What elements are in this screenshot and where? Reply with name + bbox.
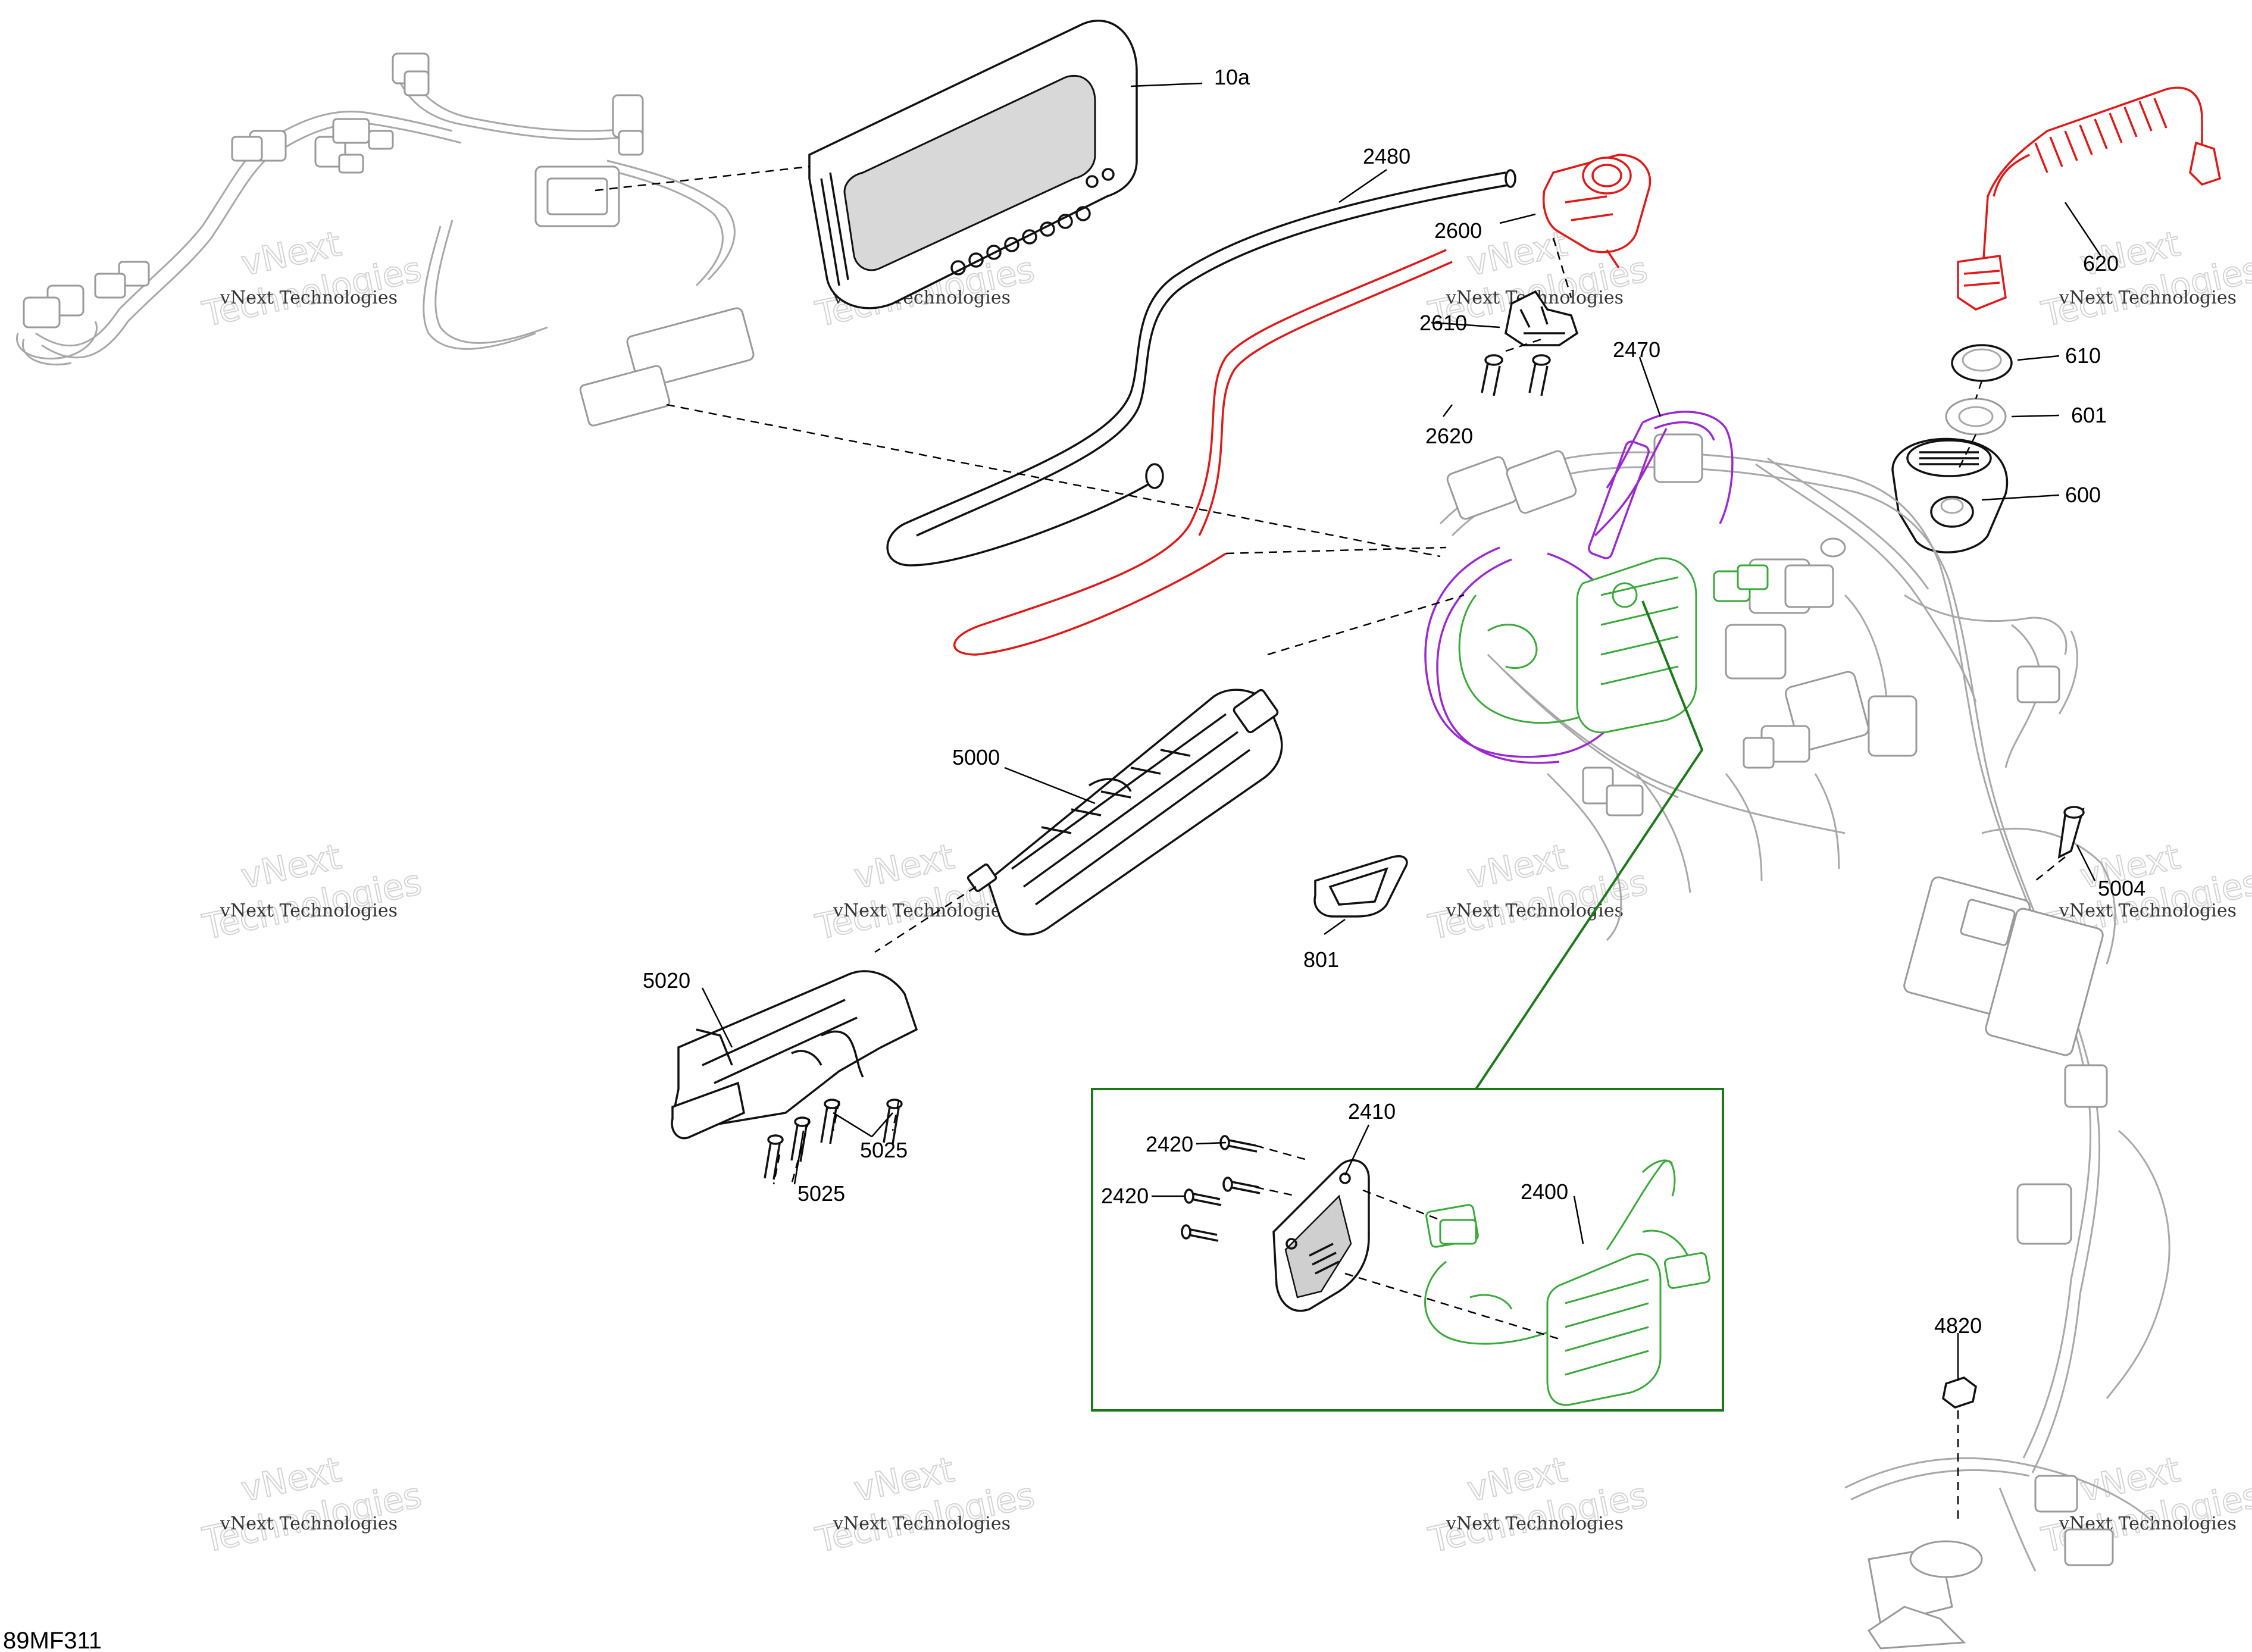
part-2420-screws [1181, 1135, 1261, 1242]
watermark-tile-7: Technologies vNext vNext Technologies [1424, 836, 1652, 948]
part-601-washer [1945, 398, 2007, 436]
callout-801: 801 [1303, 947, 1339, 972]
part-4820-nut [1942, 1376, 1977, 1409]
main-wiring-harness [1439, 433, 2170, 1650]
callout-5004: 5004 [2098, 876, 2145, 900]
part-5004-pin [2057, 806, 2085, 859]
watermark-tile-11: Technologies vNext vNext Technologies [1424, 1448, 1652, 1561]
watermark-tile-4: Technologies vNext vNext Technologies [2037, 223, 2252, 335]
watermark-tile-1: Technologies vNext vNext Technologies [198, 223, 426, 335]
callout-5000: 5000 [952, 745, 1000, 769]
callout-2600: 2600 [1434, 218, 1482, 243]
callout-2470: 2470 [1613, 337, 1660, 362]
part-2410-cover [1272, 1159, 1370, 1312]
svg-text:vNext Technologies: vNext Technologies [220, 287, 398, 308]
harness-2480 [886, 169, 1516, 567]
part-600-ignition-switch [1891, 437, 2009, 553]
part-620-lanyard [1957, 86, 2222, 311]
leader-lines [701, 82, 2102, 1381]
assembly-lines [595, 165, 2066, 1523]
part-801-gasket [1313, 855, 1408, 918]
callout-2610: 2610 [1419, 311, 1467, 335]
part-2610-bracket [1505, 290, 1579, 346]
part-2620-screws [1481, 354, 1551, 396]
callout-2620: 2620 [1425, 424, 1473, 448]
svg-text:vNext Technologies: vNext Technologies [2059, 900, 2237, 921]
callout-601: 601 [2071, 403, 2107, 427]
callout-5020: 5020 [643, 968, 690, 993]
callout-2420-lower: 2420 [1101, 1184, 1149, 1208]
switch-block-in-harness [1458, 557, 1769, 734]
svg-text:vNext Technologies: vNext Technologies [833, 900, 1011, 921]
gauge-wiring-harness [16, 52, 755, 427]
callout-labels: 10a 2480 2600 2610 2620 2470 620 610 601… [643, 65, 2145, 1338]
svg-text:vNext Technologies: vNext Technologies [1446, 900, 1624, 921]
callout-4820: 4820 [1934, 1313, 1982, 1338]
figure-code: 89MF311 [3, 1628, 102, 1652]
callout-2400: 2400 [1521, 1179, 1568, 1204]
part-2400-switch-assembly [1424, 1159, 1711, 1406]
watermark-tile-5: Technologies vNext vNext Technologies [198, 836, 426, 948]
callout-610: 610 [2065, 343, 2101, 368]
part-2600-switch [1543, 154, 1652, 268]
watermark-tile-10: Technologies vNext vNext Technologies [811, 1448, 1039, 1561]
callout-2420-upper: 2420 [1146, 1132, 1193, 1156]
callout-5025-lower: 5025 [797, 1181, 845, 1206]
harness-red-cable [953, 249, 1453, 656]
callout-2480: 2480 [1363, 144, 1410, 168]
callout-10a: 10a [1214, 65, 1250, 89]
watermark-tile-9: Technologies vNext vNext Technologies [198, 1448, 426, 1561]
gauge-cluster [808, 20, 1138, 309]
part-5020-bracket [671, 970, 918, 1140]
callout-600: 600 [2065, 483, 2101, 507]
callout-620: 620 [2083, 251, 2119, 276]
part-5025-screws [764, 1099, 903, 1180]
callout-5025-upper: 5025 [860, 1138, 908, 1162]
part-610-nut [1951, 344, 2013, 382]
svg-text:vNext Technologies: vNext Technologies [220, 1513, 398, 1534]
callout-2410: 2410 [1348, 1099, 1396, 1124]
part-5000-module [967, 689, 1283, 936]
svg-text:vNext Technologies: vNext Technologies [2059, 287, 2237, 308]
detail-inset [1091, 600, 1724, 1412]
svg-text:vNext Technologies: vNext Technologies [1446, 1513, 1624, 1534]
svg-text:vNext Technologies: vNext Technologies [220, 900, 398, 921]
svg-text:vNext Technologies: vNext Technologies [833, 1513, 1011, 1534]
